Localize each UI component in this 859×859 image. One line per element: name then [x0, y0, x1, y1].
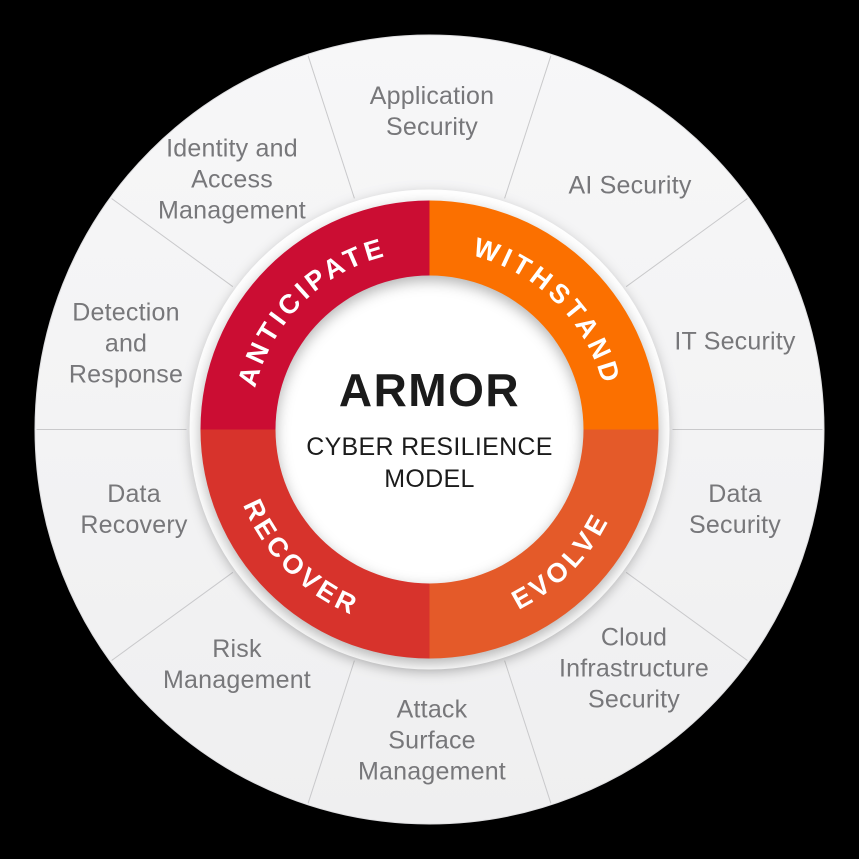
segment-label-data-recovery: Data Recovery	[80, 480, 188, 539]
segment-label-cloud-infrastructure-security: Cloud Infrastructure Security	[558, 623, 710, 714]
phase-arc-evolve	[429, 429, 659, 659]
segment-label-identity-access-management: Identity and Access Management	[158, 134, 306, 225]
segment-label-detection-and-response: Detection and Response	[68, 298, 184, 389]
divider-line	[625, 571, 748, 661]
segment-label-risk-management: Risk Management	[163, 635, 311, 694]
divider-line	[111, 198, 234, 288]
segment-label-data-security: Data Security	[689, 480, 781, 539]
divider-line	[111, 571, 234, 661]
phase-donut	[200, 200, 659, 659]
divider-line	[625, 198, 748, 288]
hub-text-block: ARMOR CYBER RESILIENCE MODEL	[306, 367, 553, 495]
divider-line	[307, 660, 355, 804]
segment-label-attack-surface-management: Attack Surface Management	[358, 695, 506, 786]
phase-arc-recover	[200, 429, 430, 659]
divider-line	[504, 660, 552, 804]
divider-line	[307, 55, 355, 199]
segment-label-it-security: IT Security	[674, 327, 796, 356]
segment-dividers	[36, 55, 823, 804]
hub-title: ARMOR	[338, 364, 521, 416]
phase-arc-withstand	[429, 200, 659, 430]
segment-label-application-security: Application Security	[369, 82, 495, 141]
divider-line	[504, 55, 552, 199]
segment-label-ai-security: AI Security	[568, 171, 692, 200]
phase-arc-anticipate	[200, 200, 430, 430]
hub-subtitle: CYBER RESILIENCE MODEL	[306, 433, 553, 493]
